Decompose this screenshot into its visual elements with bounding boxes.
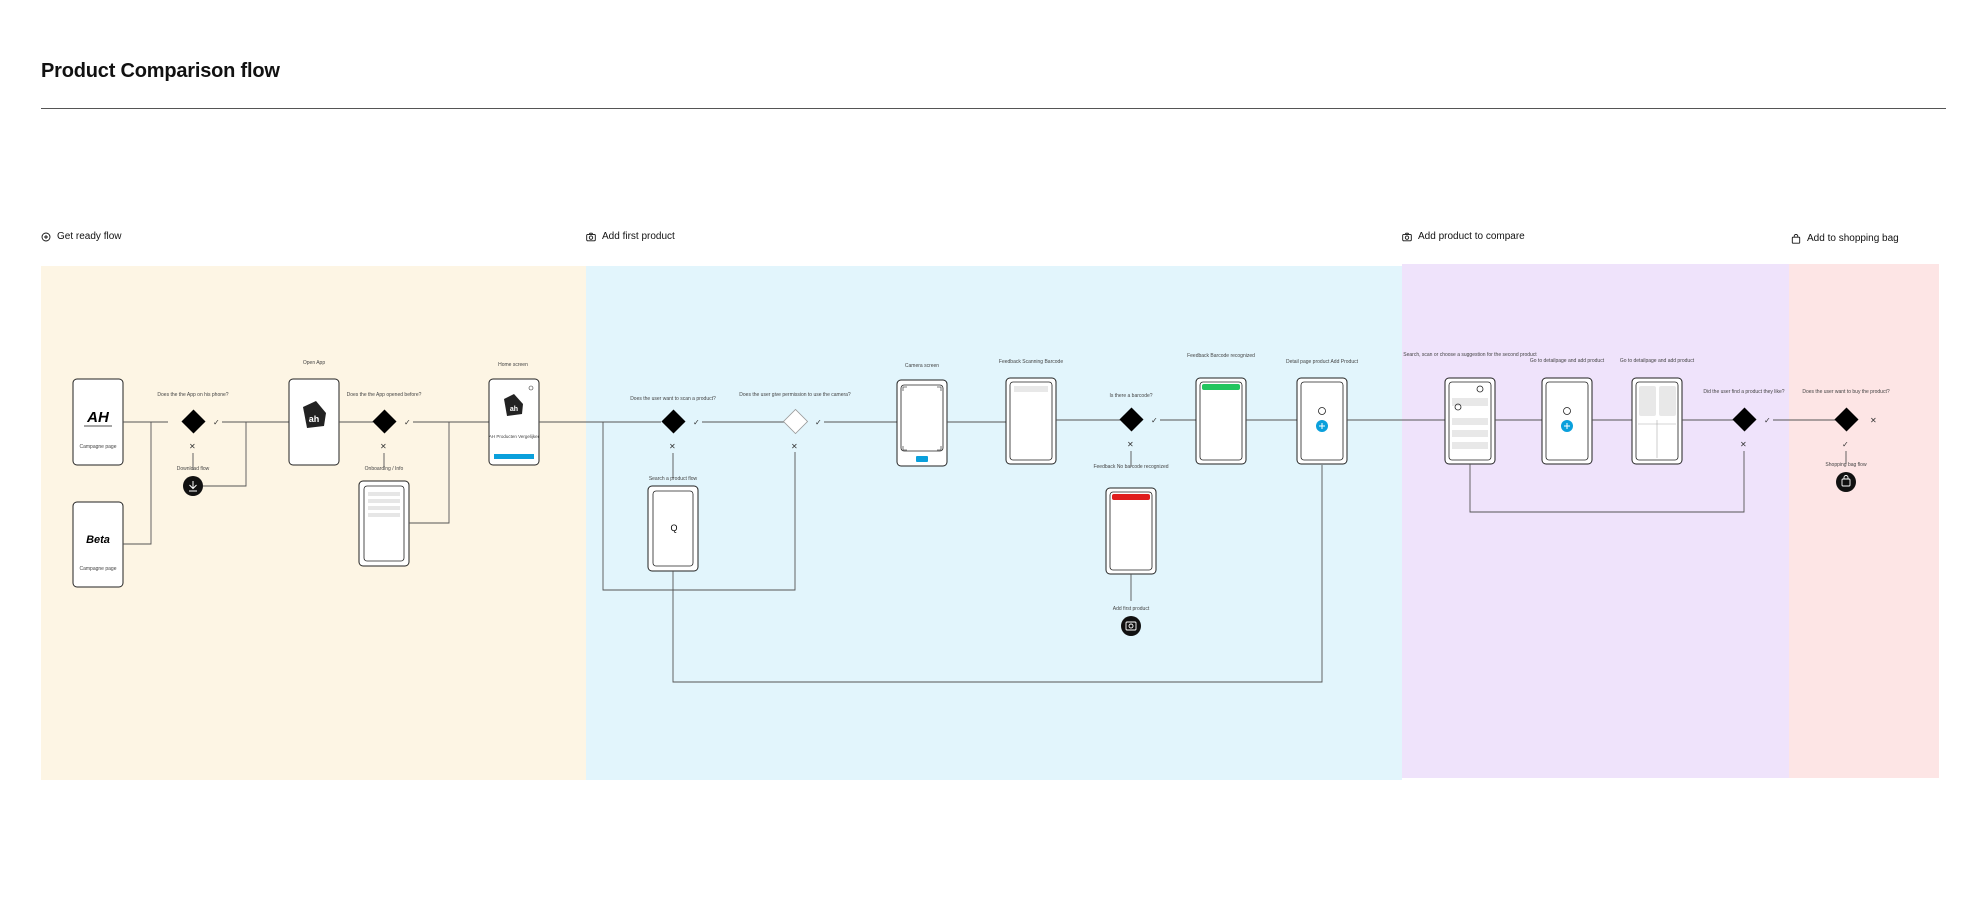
q-opened-before-label: Does the the App opened before? <box>347 392 422 398</box>
section-label-add-first: Add first product <box>586 231 675 242</box>
section-get-ready-text: Get ready flow <box>57 231 122 242</box>
home-text: AH Producten Vergelijker <box>489 434 540 439</box>
decision-buy <box>1834 407 1859 432</box>
ah-logo-icon: ah <box>309 414 320 424</box>
check-icon: ✓ <box>1151 416 1158 425</box>
cross-icon: ✕ <box>1740 440 1747 449</box>
decision-opened-before <box>372 409 397 434</box>
q-barcode-label: Is there a barcode? <box>1109 393 1152 399</box>
decision-find <box>1732 407 1757 432</box>
band-get-ready <box>41 266 586 780</box>
download-flow-label: Download flow <box>177 466 210 472</box>
onboarding-screen <box>358 480 410 567</box>
shopping-bag-icon <box>1841 478 1851 487</box>
apple-icon <box>1563 407 1571 415</box>
edge-find-no-loop <box>1469 451 1745 513</box>
go-detail-2-label: Go to detailpage and add product <box>1620 358 1695 364</box>
check-icon: ✓ <box>213 418 220 427</box>
q-permission-label: Does the user give permission to use the… <box>739 392 851 398</box>
camera-icon <box>1402 232 1412 241</box>
camera-screen <box>896 379 948 467</box>
page-title: Product Comparison flow <box>41 60 280 82</box>
q-scan-label: Does the user want to scan a product? <box>630 396 716 402</box>
section-label-get-ready: Get ready flow <box>41 231 121 242</box>
home-screen-label: Home screen <box>498 362 528 368</box>
beta-logo-text: Beta <box>86 534 110 546</box>
apple-icon <box>1454 403 1462 411</box>
band-bag <box>1789 264 1939 778</box>
open-app-label: Open App <box>303 360 325 366</box>
feedback-recognized-label: Feedback Barcode recognized <box>1187 353 1255 359</box>
add-first-product-node <box>1121 616 1141 636</box>
feedback-not-recognized-label: Feedback No barcode recognized <box>1093 464 1168 470</box>
check-icon: ✓ <box>1764 416 1771 425</box>
search-icon: Q <box>670 523 677 533</box>
cross-icon: ✕ <box>189 442 196 451</box>
edge-onboarding-to-home <box>409 422 450 524</box>
check-icon: ✓ <box>404 418 411 427</box>
q-find-label: Did the user find a product they like? <box>1703 389 1784 395</box>
edge-beta-to-decision <box>123 422 152 545</box>
cross-icon: ✕ <box>1127 440 1134 449</box>
camera-icon <box>1125 621 1137 631</box>
section-label-compare: Add product to compare <box>1402 231 1525 242</box>
open-app-screen: ah <box>288 378 340 466</box>
detail-add-screen <box>1296 377 1348 465</box>
detail-add-label: Detail page product Add Product <box>1286 359 1359 365</box>
decision-scan <box>661 409 686 434</box>
cross-icon: ✕ <box>380 442 387 451</box>
go-detail-2-screen <box>1631 377 1683 465</box>
beta-campaign-label: Campagne page <box>80 566 117 572</box>
decision-has-app <box>181 409 206 434</box>
shopping-bag-flow-label: Shopping bag flow <box>1825 462 1867 468</box>
svg-text:ah: ah <box>510 406 518 413</box>
search-second-label: Search, scan or choose a suggestion for … <box>1403 352 1537 358</box>
onboarding-label: Onboarding / Info <box>365 466 404 472</box>
search-flow-label: Search a product flow <box>649 476 698 482</box>
home-screen: ah AH Producten Vergelijker <box>488 378 540 466</box>
apple-icon <box>1318 407 1326 415</box>
band-compare <box>1402 264 1789 778</box>
section-add-first-text: Add first product <box>602 231 675 242</box>
search-flow-screen: Q <box>647 485 699 572</box>
edge-download-to-main <box>203 422 247 487</box>
edge-loop-search <box>602 422 796 591</box>
feedback-scanning-label: Feedback Scanning Barcode <box>999 359 1063 365</box>
camera-screen-label: Camera screen <box>905 363 939 369</box>
search-second-screen <box>1444 377 1496 465</box>
camera-icon <box>586 232 596 241</box>
cross-icon: ✕ <box>669 442 676 451</box>
q-buy-label: Does the user want to buy the product? <box>1802 389 1889 395</box>
go-detail-1-label: Go to detailpage and add product <box>1530 358 1605 364</box>
title-divider <box>41 108 1946 109</box>
ah-campaign-screen: AH Campagne page <box>72 378 124 466</box>
not-recognized-screen <box>1105 487 1157 575</box>
shopping-bag-icon <box>1791 233 1801 244</box>
section-compare-text: Add product to compare <box>1418 231 1525 242</box>
section-bag-text: Add to shopping bag <box>1807 233 1899 244</box>
search-icon <box>1476 385 1484 393</box>
edge-search-to-detail <box>672 465 1323 683</box>
decision-barcode <box>1119 407 1144 432</box>
check-icon: ✓ <box>693 418 700 427</box>
beta-campaign-screen: Beta Campagne page <box>72 501 124 588</box>
section-label-bag: Add to shopping bag <box>1791 233 1899 244</box>
ah-campaign-label: Campagne page <box>80 444 117 450</box>
check-icon: ✓ <box>1842 440 1849 449</box>
go-detail-1-screen <box>1541 377 1593 465</box>
ah-logo-text: AH <box>86 409 110 426</box>
check-icon: ✓ <box>815 418 822 427</box>
shopping-bag-flow-node <box>1836 472 1856 492</box>
decision-permission <box>782 408 809 435</box>
plus-circle-icon <box>41 232 51 241</box>
recognized-screen <box>1195 377 1247 465</box>
scanning-screen <box>1005 377 1057 465</box>
band-add-first <box>586 266 1402 780</box>
cross-icon: ✕ <box>791 442 798 451</box>
q-has-app-label: Does the the App on his phone? <box>157 392 228 398</box>
add-first-product-label: Add first product <box>1113 606 1150 612</box>
download-icon <box>189 481 197 492</box>
cross-icon: ✕ <box>1870 416 1877 425</box>
